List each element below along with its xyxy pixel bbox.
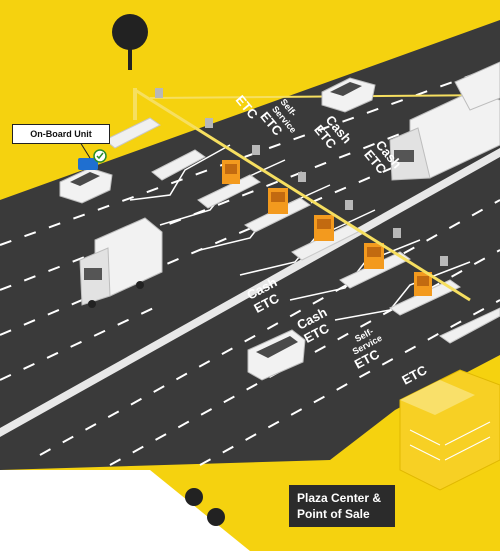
toll-islands [104, 117, 500, 344]
truck-right [389, 61, 500, 181]
plaza-center-text: Plaza Center & Point of Sale [297, 491, 382, 521]
toll-booths [222, 160, 432, 296]
toll-booth [314, 215, 334, 241]
median-divider [0, 148, 500, 437]
lower-lane-markings [39, 199, 500, 466]
gantry-signs [155, 88, 448, 266]
check-icon [96, 152, 104, 160]
car-lower [247, 329, 306, 381]
plaza-building [399, 369, 500, 491]
on-board-unit-callout: On-Board Unit [12, 124, 110, 144]
road-surface [0, 20, 500, 470]
dot-decoration [207, 508, 225, 526]
toll-booth [222, 160, 240, 184]
car-top [321, 77, 376, 113]
on-board-unit-device [78, 149, 107, 170]
truck-left [79, 217, 163, 308]
plaza-center-label: Plaza Center & Point of Sale [289, 485, 395, 527]
background-white-corner [0, 470, 250, 551]
tree-icon [112, 14, 148, 70]
toll-booth [268, 188, 288, 214]
dot-decoration [185, 488, 203, 506]
toll-booth [414, 272, 432, 296]
obu-callout-line [79, 141, 91, 159]
plaza-windows [409, 421, 491, 461]
toll-booth [364, 243, 384, 269]
on-board-unit-label: On-Board Unit [30, 129, 92, 139]
